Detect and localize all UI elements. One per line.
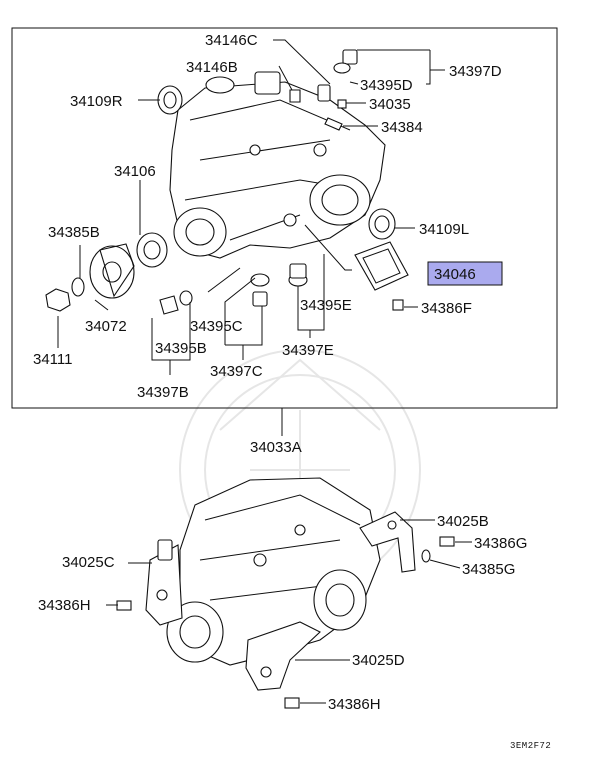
label-34046: 34046 xyxy=(434,266,476,283)
label-34109L: 34109L xyxy=(419,221,469,238)
bracket-34025C xyxy=(145,539,183,626)
vent-34035 xyxy=(337,99,347,109)
label-34025D: 34025D xyxy=(352,652,405,669)
label-34385G: 34385G xyxy=(462,561,515,578)
bolt-34146C xyxy=(317,84,331,102)
bracket-34025D xyxy=(245,621,321,691)
bolt-34386H-left xyxy=(116,600,132,611)
bolt-34146B xyxy=(289,89,301,103)
assembly-frame xyxy=(11,27,558,409)
differential-mount-drawing xyxy=(166,477,381,666)
plug-34397C xyxy=(250,273,270,307)
label-34385B: 34385B xyxy=(48,224,100,241)
plug-34384 xyxy=(324,117,343,131)
plug-34397B xyxy=(159,290,193,315)
highlight-box-34046 xyxy=(427,261,503,286)
label-34033A: 34033A xyxy=(250,439,302,456)
plug-34397E xyxy=(288,263,308,287)
label-34397B: 34397B xyxy=(137,384,189,401)
upper-leader-lines xyxy=(57,39,445,375)
label-34146B: 34146B xyxy=(186,59,238,76)
label-34109R: 34109R xyxy=(70,93,123,110)
differential-housing-drawing xyxy=(169,71,386,259)
label-34035: 34035 xyxy=(369,96,411,113)
label-34395D: 34395D xyxy=(360,77,413,94)
label-34025C: 34025C xyxy=(62,554,115,571)
bolt-34386H-bottom xyxy=(284,697,300,709)
nut-34111 xyxy=(45,288,71,312)
seal-34109R xyxy=(157,85,183,115)
label-34395E: 34395E xyxy=(300,297,352,314)
flange-34072 xyxy=(89,243,135,299)
label-34386G: 34386G xyxy=(474,535,527,552)
label-34397E: 34397E xyxy=(282,342,334,359)
plug-34397D xyxy=(333,49,358,74)
seal-34109L xyxy=(368,208,396,240)
label-34072: 34072 xyxy=(85,318,127,335)
label-34386H-left: 34386H xyxy=(38,597,91,614)
washer-34385G xyxy=(421,549,431,563)
label-34386H-bottom: 34386H xyxy=(328,696,381,713)
label-34386F: 34386F xyxy=(421,300,472,317)
label-34106: 34106 xyxy=(114,163,156,180)
washer-34385B xyxy=(71,277,85,297)
bolt-34386G xyxy=(439,536,455,547)
bracket-34025B xyxy=(359,511,416,573)
label-34111: 34111 xyxy=(33,351,73,368)
label-34397C: 34397C xyxy=(210,363,263,380)
label-34025B: 34025B xyxy=(437,513,489,530)
lower-leader-lines xyxy=(106,519,472,704)
cover-34046 xyxy=(354,241,409,291)
label-34146C: 34146C xyxy=(205,32,258,49)
label-34395C: 34395C xyxy=(190,318,243,335)
bolt-34386F xyxy=(392,299,404,311)
label-34384: 34384 xyxy=(381,119,423,136)
seal-34106 xyxy=(136,232,168,268)
diagram-code: 3EM2F72 xyxy=(510,741,551,751)
label-34395B: 34395B xyxy=(155,340,207,357)
label-34397D: 34397D xyxy=(449,63,502,80)
